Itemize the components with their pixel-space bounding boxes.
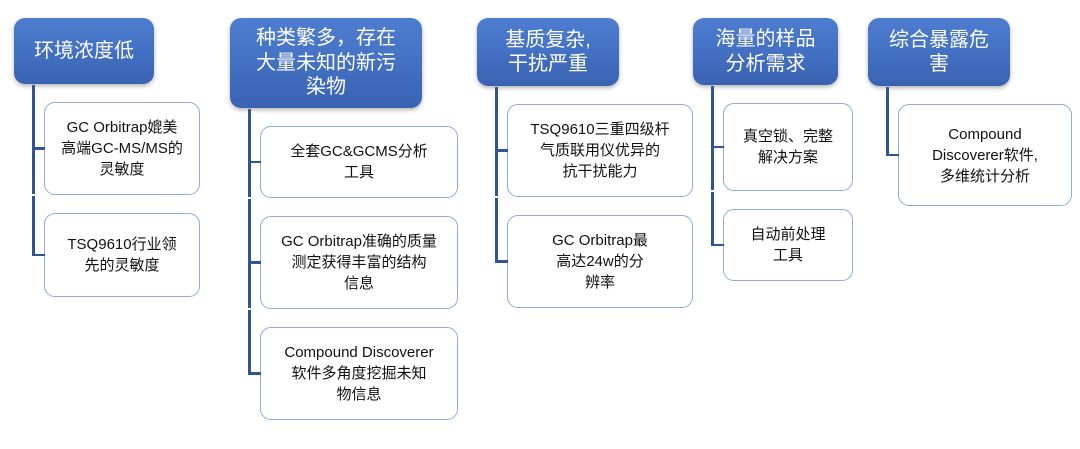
- smartart-hierarchy-diagram: 环境浓度低 GC Orbitrap媲美 高端GC-MS/MS的 灵敏度 TSQ9…: [14, 18, 1072, 420]
- leaf-label: 自动前处理 工具: [750, 226, 826, 264]
- leaf-label: GC Orbitrap准确的质量 测定获得丰富的结构 信息: [281, 233, 437, 292]
- leaf-label: 真空锁、完整 解决方案: [742, 128, 833, 166]
- branch-header: 环境浓度低: [14, 18, 154, 84]
- branch-header-label: 基质复杂, 干扰严重: [505, 28, 591, 75]
- leaf-box: TSQ9610行业领 先的灵敏度: [32, 196, 200, 297]
- branch-header-label: 环境浓度低: [34, 39, 134, 62]
- branch-header: 基质复杂, 干扰严重: [477, 18, 619, 86]
- leaf-box: TSQ9610三重四级杆 气质联用仪优异的 抗干扰能力: [495, 87, 693, 197]
- leaf-box: Compound Discoverer 软件多角度挖掘未知 物信息: [248, 310, 458, 420]
- branch-children: TSQ9610三重四级杆 气质联用仪优异的 抗干扰能力 GC Orbitrap最…: [477, 86, 693, 308]
- leaf-label: Compound Discoverer 软件多角度挖掘未知 物信息: [284, 344, 434, 403]
- leaf-box: 全套GC&GCMS分析 工具: [248, 109, 458, 198]
- leaf-box: Compound Discoverer软件, 多维统计分析: [886, 87, 1072, 206]
- branch-column-massive-samples: 海量的样品 分析需求 真空锁、完整 解决方案 自动前处理 工具: [693, 18, 868, 281]
- branch-children: 全套GC&GCMS分析 工具 GC Orbitrap准确的质量 测定获得丰富的结…: [230, 108, 458, 420]
- branch-header: 海量的样品 分析需求: [693, 18, 838, 85]
- branch-header-label: 海量的样品 分析需求: [715, 28, 816, 75]
- branch-header-label: 综合暴露危 害: [889, 28, 989, 75]
- leaf-box: GC Orbitrap准确的质量 测定获得丰富的结构 信息: [248, 199, 458, 309]
- branch-children: 真空锁、完整 解决方案 自动前处理 工具: [693, 85, 853, 281]
- branch-header: 种类繁多，存在 大量未知的新污 染物: [230, 18, 422, 108]
- leaf-label: TSQ9610行业领 先的灵敏度: [67, 236, 177, 274]
- branch-header-label: 种类繁多，存在 大量未知的新污 染物: [256, 27, 396, 99]
- leaf-label: Compound Discoverer软件, 多维统计分析: [932, 125, 1038, 185]
- leaf-label: GC Orbitrap最 高达24w的分 辨率: [552, 232, 648, 291]
- leaf-label: 全套GC&GCMS分析 工具: [290, 143, 428, 181]
- branch-column-environment-concentration: 环境浓度低 GC Orbitrap媲美 高端GC-MS/MS的 灵敏度 TSQ9…: [14, 18, 230, 297]
- leaf-label: TSQ9610三重四级杆 气质联用仪优异的 抗干扰能力: [530, 121, 670, 180]
- leaf-box: 真空锁、完整 解决方案: [711, 86, 853, 191]
- leaf-box: GC Orbitrap最 高达24w的分 辨率: [495, 198, 693, 308]
- branch-column-unknown-pollutants: 种类繁多，存在 大量未知的新污 染物 全套GC&GCMS分析 工具 GC Orb…: [230, 18, 477, 420]
- branch-header: 综合暴露危 害: [868, 18, 1010, 86]
- leaf-box: 自动前处理 工具: [711, 192, 853, 281]
- branch-children: Compound Discoverer软件, 多维统计分析: [868, 86, 1072, 206]
- branch-children: GC Orbitrap媲美 高端GC-MS/MS的 灵敏度 TSQ9610行业领…: [14, 84, 200, 297]
- branch-column-combined-exposure: 综合暴露危 害 Compound Discoverer软件, 多维统计分析: [868, 18, 1072, 206]
- leaf-label: GC Orbitrap媲美 高端GC-MS/MS的 灵敏度: [61, 119, 183, 178]
- leaf-box: GC Orbitrap媲美 高端GC-MS/MS的 灵敏度: [32, 85, 200, 195]
- branch-column-complex-matrix: 基质复杂, 干扰严重 TSQ9610三重四级杆 气质联用仪优异的 抗干扰能力 G…: [477, 18, 693, 308]
